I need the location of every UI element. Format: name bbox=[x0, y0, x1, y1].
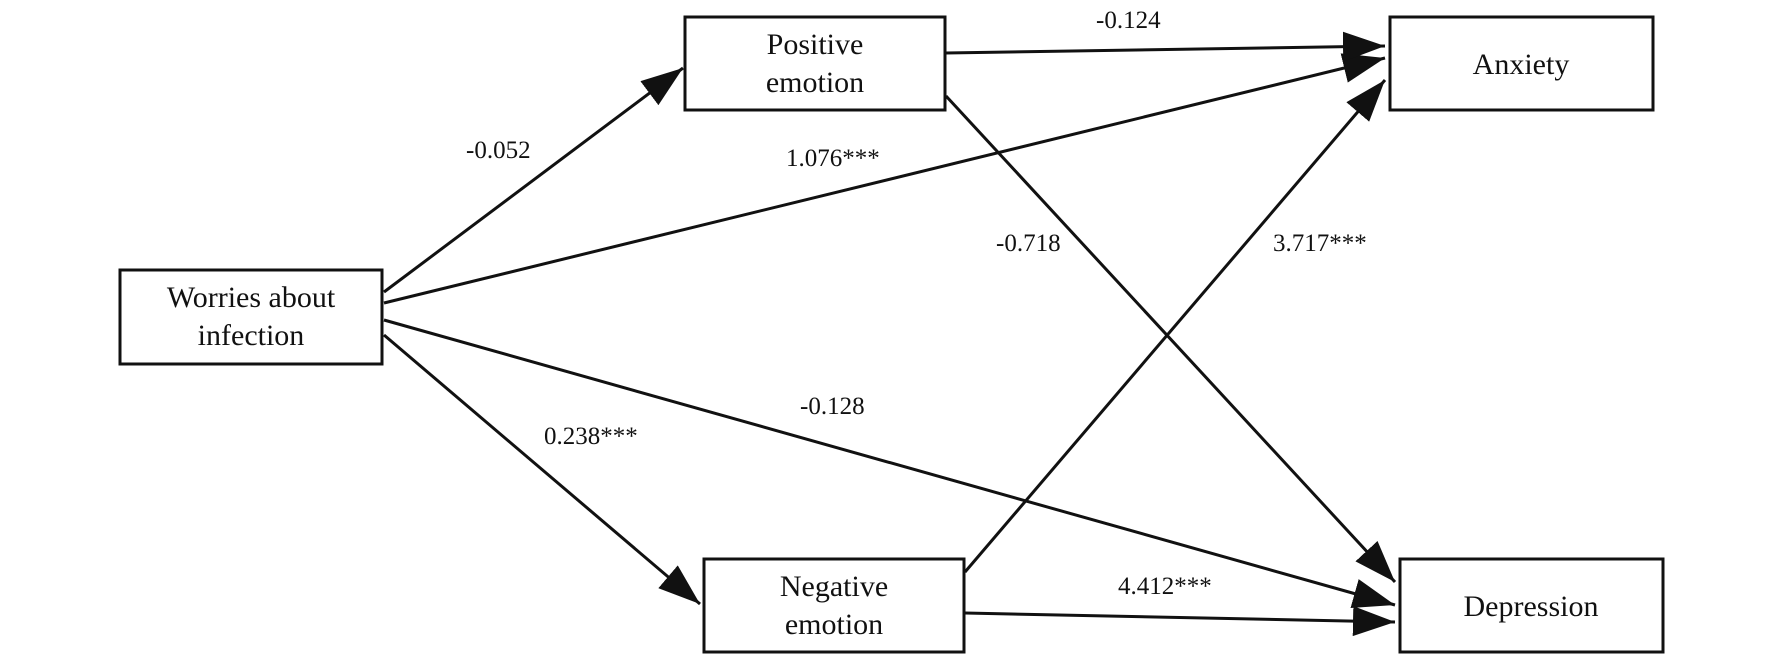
node-positive-emotion: Positive emotion bbox=[683, 15, 947, 112]
label-positive-depression: -0.718 bbox=[996, 230, 1061, 257]
label-worries-anxiety: 1.076*** bbox=[786, 145, 880, 172]
node-positive-line1: Positive bbox=[767, 28, 864, 61]
arrow-negative-to-anxiety bbox=[963, 79, 1387, 573]
label-worries-negative: 0.238*** bbox=[544, 423, 638, 450]
node-worries-about-infection: Worries about infection bbox=[118, 268, 384, 366]
node-worries-line2: infection bbox=[198, 319, 305, 352]
node-negative-line1: Negative bbox=[780, 570, 888, 603]
node-depression-label: Depression bbox=[1464, 590, 1599, 623]
node-anxiety-label: Anxiety bbox=[1473, 48, 1570, 81]
arrow-worries-to-negative bbox=[383, 333, 701, 606]
label-negative-depression: 4.412*** bbox=[1118, 573, 1212, 600]
node-worries-line1: Worries about bbox=[167, 281, 336, 314]
node-negative-line2: emotion bbox=[785, 608, 883, 641]
arrow-positive-to-depression bbox=[944, 94, 1397, 584]
edge-labels: -0.052 0.238*** 1.076*** -0.128 -0.124 -… bbox=[466, 7, 1367, 600]
node-depression: Depression bbox=[1398, 557, 1665, 654]
edges bbox=[383, 31, 1397, 637]
label-negative-anxiety: 3.717*** bbox=[1273, 230, 1367, 257]
label-worries-positive: -0.052 bbox=[466, 137, 531, 164]
label-positive-anxiety: -0.124 bbox=[1096, 7, 1161, 34]
label-worries-depression: -0.128 bbox=[800, 393, 865, 420]
arrow-worries-to-positive bbox=[383, 66, 684, 294]
arrow-worries-to-anxiety bbox=[383, 53, 1386, 305]
arrow-positive-to-anxiety bbox=[945, 31, 1386, 62]
node-anxiety: Anxiety bbox=[1388, 15, 1655, 112]
arrow-worries-to-depression bbox=[383, 318, 1396, 609]
node-positive-line2: emotion bbox=[766, 66, 864, 99]
node-negative-emotion: Negative emotion bbox=[702, 557, 966, 654]
arrow-negative-to-depression bbox=[964, 606, 1396, 637]
